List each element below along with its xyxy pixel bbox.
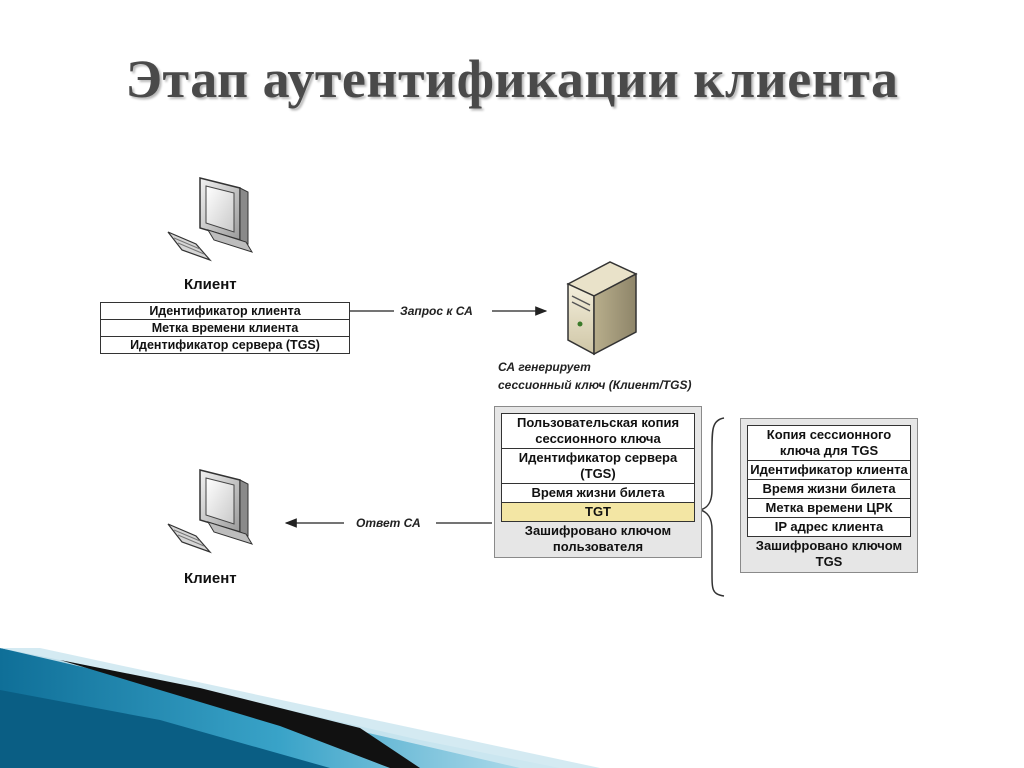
tgt-packet-encryption-note: Зашифровано ключом TGS (755, 538, 903, 569)
tgt-packet-fields: Копия сессионного ключа для TGS Идентифи… (747, 425, 911, 537)
user-packet-ticket-lifetime: Время жизни билета (502, 484, 694, 503)
tgt-packet-session-key: Копия сессионного ключа для TGS (748, 426, 910, 461)
user-packet-fields: Пользовательская копия сессионного ключа… (501, 413, 695, 522)
tgt-packet-client-ip: IP адрес клиента (774, 519, 884, 534)
computer-icon-top (167, 177, 254, 262)
client-label-top: Клиент (184, 276, 237, 293)
tgt-packet-ticket-lifetime: Время жизни билета (748, 480, 910, 499)
user-packet-encryption-note: Зашифровано ключом пользователя (524, 523, 672, 554)
request-field-client-id: Идентификатор клиента (101, 303, 349, 320)
response-arrow-label: Ответ СА (356, 516, 421, 530)
tgt-packet-client-id: Идентификатор клиента (748, 461, 910, 480)
server-caption-line2: сессионный ключ (Клиент/TGS) (498, 378, 692, 392)
computer-icon-bottom (167, 469, 254, 554)
tgt-encrypted-packet: Копия сессионного ключа для TGS Идентифи… (740, 418, 918, 573)
page-title: Этап аутентификации клиента (125, 49, 899, 109)
user-packet-tgt: TGT (502, 503, 694, 521)
server-icon (566, 261, 638, 356)
user-packet-server-id: Идентификатор сервера (TGS) (502, 449, 694, 484)
decorative-wave (0, 648, 600, 768)
client-label-bottom: Клиент (184, 570, 237, 587)
request-fields-box: Идентификатор клиента Метка времени клие… (100, 302, 350, 354)
server-caption-line1: СА генерирует (498, 360, 591, 374)
request-arrow-label: Запрос к СА (400, 304, 473, 318)
request-field-timestamp: Метка времени клиента (101, 320, 349, 337)
user-encrypted-packet: Пользовательская копия сессионного ключа… (494, 406, 702, 558)
tgt-packet-kdc-timestamp: Метка времени ЦРК (748, 499, 910, 518)
request-field-server-id: Идентификатор сервера (TGS) (130, 338, 320, 352)
curly-brace (699, 417, 725, 597)
user-packet-session-key: Пользовательская копия сессионного ключа (502, 414, 694, 449)
